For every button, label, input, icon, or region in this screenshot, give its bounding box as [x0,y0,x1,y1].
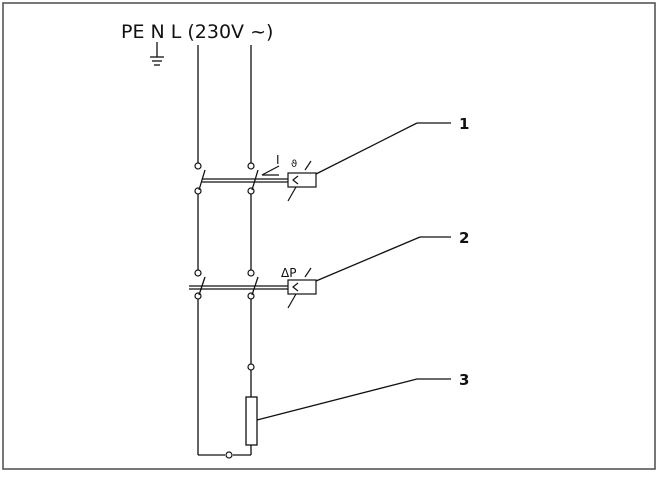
callout-leader-2 [315,236,421,282]
pressure-symbol: ΔP [281,266,296,280]
callout-leader-1 [315,122,418,175]
live-conductor [233,45,252,456]
callout-number-2: 2 [459,229,469,247]
breaker-actuator-box [287,172,317,188]
callout-leader-3 [256,378,418,421]
callout-number-3: 3 [459,371,469,389]
diagram-border [2,2,656,470]
callout-number-1: 1 [459,115,469,133]
neutral-conductor [197,45,225,456]
supply-label: PE N L (230V ~) [121,21,273,43]
neutral-terminal [225,451,233,459]
pressure-switch: ΔP [189,236,451,309]
overcurrent-release-icon [261,165,280,176]
switch-reset-icon [287,267,312,309]
current-symbol: I [276,153,280,167]
switch-actuator-box [287,279,317,295]
manual-reset-icon [287,160,312,202]
heater-resistor [245,396,258,446]
thermal-symbol: ϑ [291,159,297,170]
breaker-mechanical-link [202,178,288,183]
switch-mechanical-link [189,285,288,290]
circuit-breaker: I ϑ [194,122,451,202]
ground-icon [150,42,164,66]
load-element [225,363,451,459]
